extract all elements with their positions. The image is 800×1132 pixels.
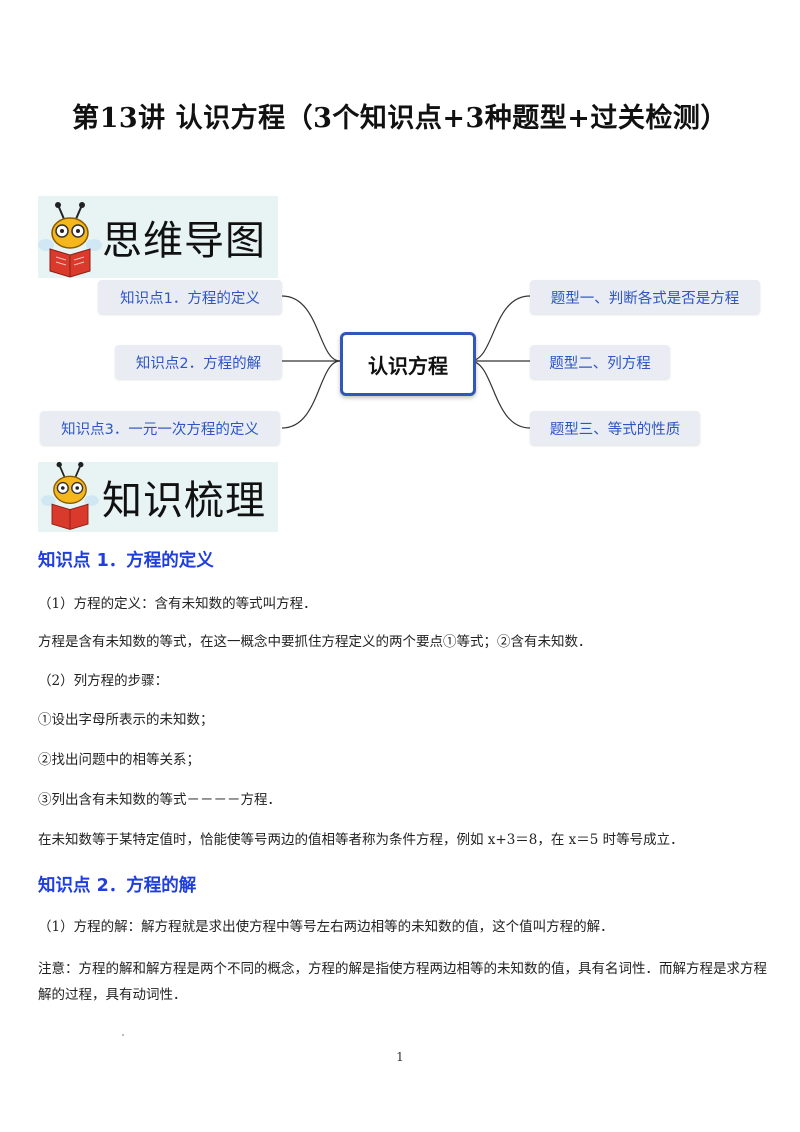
paragraph: （2）列方程的步骤：: [38, 673, 169, 689]
bee-reading-icon: [38, 201, 102, 278]
mindmap-node-question-type-3: 题型三、等式的性质: [530, 411, 700, 445]
page-title: 第13讲 认识方程（3个知识点+3种题型+过关检测）: [72, 103, 728, 134]
mindmap-banner-label: 思维导图: [102, 218, 266, 264]
paragraph: ②找出问题中的相等关系；: [38, 752, 200, 768]
knowledge-banner-label: 知识梳理: [102, 478, 266, 524]
mindmap-node-knowledge-1: 知识点1．方程的定义: [98, 280, 282, 314]
bee-reading-icon: [38, 461, 102, 533]
paragraph: 注意：方程的解和解方程是两个不同的概念，方程的解是指使方程两边相等的未知数的值，…: [38, 961, 767, 1003]
paragraph: ③列出含有未知数的等式－－－－方程．: [38, 792, 281, 808]
mind-map: 知识点1．方程的定义 知识点2．方程的解 知识点3．一元一次方程的定义 认识方程…: [0, 270, 800, 460]
mindmap-node-question-type-2: 题型二、列方程: [530, 345, 670, 379]
mindmap-banner: 思维导图: [38, 196, 278, 278]
paragraph: 在未知数等于某特定值时，恰能使等号两边的值相等者称为条件方程，例如 x+3＝8，…: [38, 832, 684, 848]
mindmap-center-node: 认识方程: [340, 332, 476, 396]
page-number: 1: [396, 1050, 404, 1064]
section-heading-knowledge-2: 知识点 2．方程的解: [38, 876, 197, 896]
paragraph: 方程是含有未知数的等式，在这一概念中要抓住方程定义的两个要点①等式；②含有未知数…: [38, 634, 592, 650]
stray-mark: [122, 1034, 124, 1036]
mindmap-node-knowledge-3: 知识点3．一元一次方程的定义: [40, 411, 280, 445]
paragraph: （1）方程的解：解方程就是求出使方程中等号左右两边相等的未知数的值，这个值叫方程…: [38, 919, 614, 935]
mindmap-node-question-type-1: 题型一、判断各式是否是方程: [530, 280, 760, 314]
paragraph: ①设出字母所表示的未知数；: [38, 712, 214, 728]
knowledge-banner: 知识梳理: [38, 461, 278, 533]
mind-map-connectors: [281, 295, 531, 429]
paragraph: （1）方程的定义：含有未知数的等式叫方程．: [38, 596, 317, 612]
section-heading-knowledge-1: 知识点 1．方程的定义: [38, 551, 214, 571]
mindmap-node-knowledge-2: 知识点2．方程的解: [115, 345, 282, 379]
